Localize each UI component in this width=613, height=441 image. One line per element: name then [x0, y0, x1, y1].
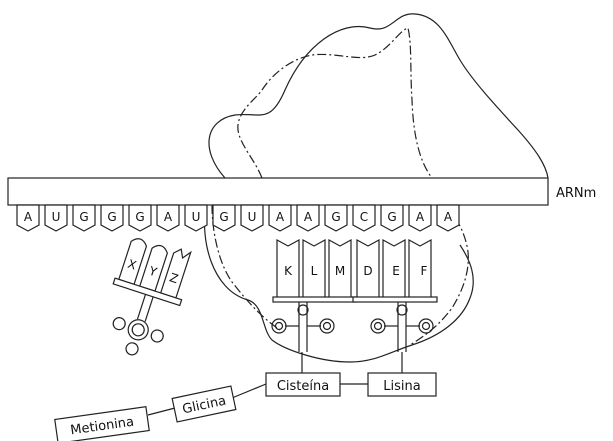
codon-tab	[324, 204, 348, 232]
ribosome-site-outline	[211, 27, 469, 346]
codon-base-label: A	[24, 210, 33, 224]
codon-base-label: C	[360, 210, 368, 224]
trna-left-anticodon-3: Z	[168, 270, 180, 286]
trna-right-anticodon-2: E	[392, 264, 400, 278]
codon-tab	[16, 204, 40, 232]
amino-cysteine-label: Cisteína	[277, 379, 329, 394]
trna-left-anticodon-1: X	[126, 257, 138, 273]
codon-tab	[72, 204, 96, 232]
ribosome-small-subunit	[203, 204, 474, 363]
codon-tab	[44, 204, 68, 232]
codon-base-label: G	[387, 210, 396, 224]
mrna-strand	[7, 177, 549, 206]
codon-base-label: G	[331, 210, 340, 224]
amino-methionine-box	[54, 406, 150, 441]
codon-tab	[352, 204, 376, 232]
trna-right: D E F	[352, 238, 438, 352]
codon-base-label: U	[192, 210, 201, 224]
codon-base-label: U	[248, 210, 257, 224]
codon-tab	[240, 204, 264, 232]
codon-tab	[408, 204, 432, 232]
amino-cysteine-box	[265, 372, 341, 397]
ribosome-large-subunit	[208, 13, 549, 179]
codon-base-label: A	[444, 210, 453, 224]
codon-base-label: A	[276, 210, 285, 224]
codon-base-label: G	[219, 210, 228, 224]
codon-base-label: G	[135, 210, 144, 224]
amino-lysine-box	[367, 372, 437, 397]
trna-middle: K L M	[271, 238, 358, 352]
trna-middle-anticodon-1: K	[284, 264, 293, 278]
codon-tab	[268, 204, 292, 232]
codon-base-label: A	[164, 210, 173, 224]
amino-lysine-label: Lisina	[383, 379, 420, 394]
amino-glycine-box	[171, 385, 237, 423]
codon-base-label: G	[107, 210, 116, 224]
mrna-label: ARNm	[556, 186, 596, 201]
codon-base-label: G	[79, 210, 88, 224]
trna-right-anticodon-1: D	[363, 264, 372, 278]
codon-base-label: U	[52, 210, 61, 224]
amino-acid-chain: Metionina Glicina Cisteína Lisina	[54, 352, 437, 441]
codon-tab	[436, 204, 460, 232]
codon-base-label: A	[304, 210, 313, 224]
codon-tab	[156, 204, 180, 232]
trna-middle-anticodon-3: M	[335, 264, 345, 278]
trna-left: X Y Z	[112, 238, 192, 356]
codon-tab	[128, 204, 152, 232]
trna-middle-anticodon-2: L	[311, 264, 318, 278]
codon-tab	[296, 204, 320, 232]
codon-tab	[184, 204, 208, 232]
codon-base-label: A	[416, 210, 425, 224]
codon-tab	[100, 204, 124, 232]
codon-tab	[212, 204, 236, 232]
trna-right-anticodon-3: F	[421, 264, 428, 278]
codon-tab	[380, 204, 404, 232]
